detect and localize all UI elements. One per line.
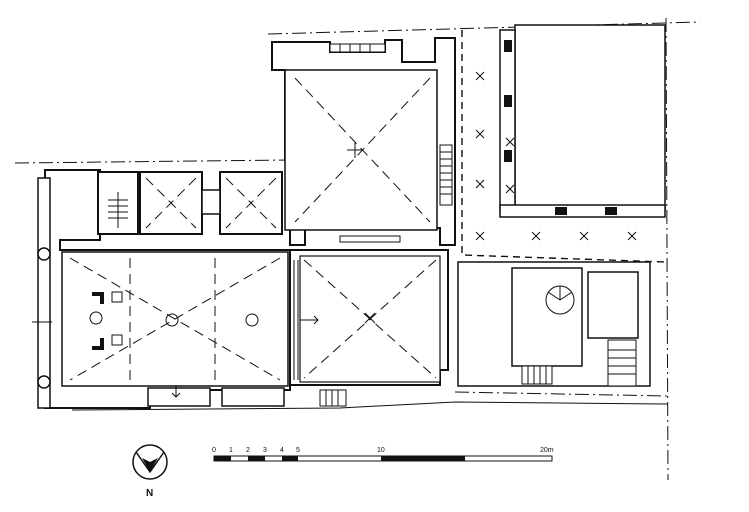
scale-tick-3: 3 bbox=[263, 447, 267, 454]
scale-tick-20m: 20m bbox=[540, 447, 554, 454]
north-arrow: N bbox=[132, 444, 168, 499]
upper-chambers bbox=[97, 171, 283, 235]
scale-tick-2: 2 bbox=[246, 447, 250, 454]
scale-tick-5: 5 bbox=[296, 447, 300, 454]
west-wall bbox=[32, 177, 52, 409]
south-east-rooms bbox=[319, 261, 651, 407]
property-boundary bbox=[14, 17, 701, 481]
middle-hall bbox=[289, 249, 449, 386]
main-hall bbox=[44, 169, 291, 409]
upper-hall bbox=[271, 37, 456, 246]
scale-tick-4: 4 bbox=[280, 447, 284, 454]
scale-tick-0: 0 bbox=[212, 447, 216, 454]
scale-tick-10: 10 bbox=[377, 447, 385, 454]
scale-bar: 0 1 2 3 4 5 10 20m bbox=[212, 447, 554, 462]
scale-tick-1: 1 bbox=[229, 447, 233, 454]
north-label: N bbox=[146, 488, 153, 499]
courtyard bbox=[461, 30, 666, 263]
adjacent-building bbox=[499, 24, 666, 218]
street-line bbox=[71, 401, 669, 411]
